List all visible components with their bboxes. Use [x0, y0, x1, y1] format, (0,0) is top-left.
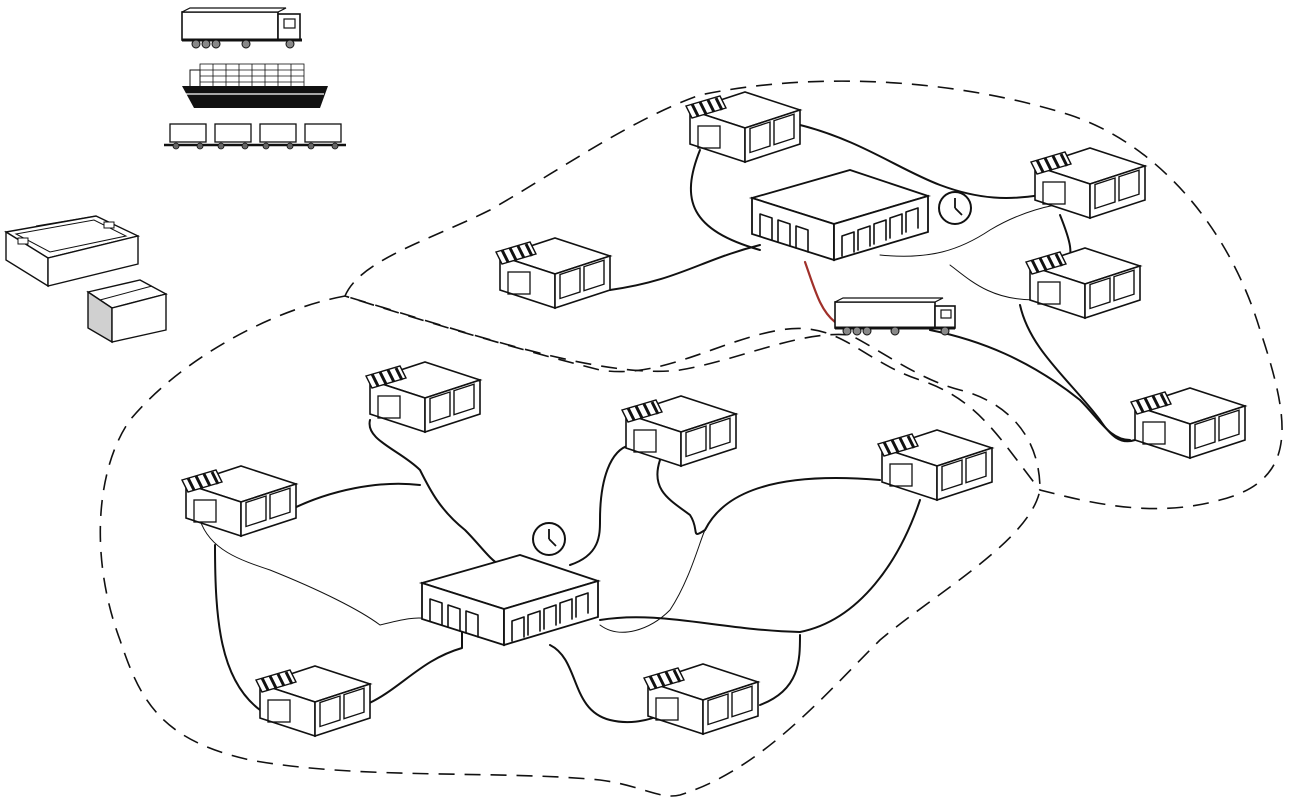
cardboard-box-icon	[88, 280, 166, 342]
highlighted-route	[805, 262, 835, 322]
freight-train-icon	[164, 124, 346, 149]
store-icon	[1131, 388, 1245, 458]
north-region-boundary	[345, 81, 1282, 508]
warehouse-icon	[422, 555, 598, 645]
container-ship-icon	[182, 64, 328, 108]
store-icon	[256, 666, 370, 736]
store-icon	[622, 396, 736, 466]
delivery-truck-icon	[835, 298, 955, 335]
warehouse-icon	[752, 170, 928, 260]
store-icon	[1031, 148, 1145, 218]
truck-icon	[182, 8, 302, 48]
store-icon	[182, 466, 296, 536]
south-region-boundary	[100, 296, 1040, 796]
store-icon	[496, 238, 610, 308]
clock-icon	[939, 192, 971, 224]
clock-icon	[533, 523, 565, 555]
store-icon	[366, 362, 480, 432]
store-icon	[1026, 248, 1140, 318]
store-icon	[686, 92, 800, 162]
crate-icon	[6, 216, 138, 286]
store-icon	[878, 430, 992, 500]
store-icon	[644, 664, 758, 734]
